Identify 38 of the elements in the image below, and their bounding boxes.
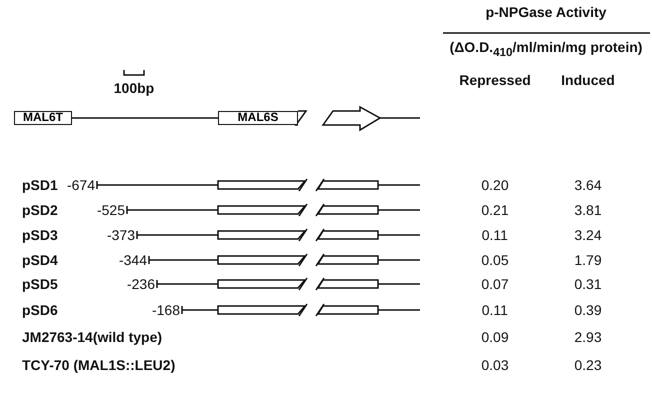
activity-value: 2.93 bbox=[574, 329, 602, 345]
strain-name: pSD4 bbox=[22, 252, 58, 268]
strain-name: pSD5 bbox=[22, 276, 58, 292]
scale-label: 100bp bbox=[114, 80, 154, 96]
strain-name: pSD2 bbox=[22, 202, 58, 218]
strain-name: pSD6 bbox=[22, 302, 58, 318]
activity-value: 3.64 bbox=[574, 177, 602, 193]
position-label: -674 bbox=[66, 177, 95, 193]
strain-name: TCY-70 (MAL1S::LEU2) bbox=[22, 357, 176, 373]
column-header: Induced bbox=[561, 72, 615, 88]
activity-value: 0.20 bbox=[481, 177, 509, 193]
activity-value: 0.11 bbox=[482, 302, 508, 318]
strain-name: JM2763-14(wild type) bbox=[22, 329, 162, 345]
activity-value: 0.31 bbox=[574, 276, 602, 292]
gene-box: MAL6S bbox=[218, 111, 298, 125]
activity-value: 0.21 bbox=[481, 202, 509, 218]
activity-value: 0.23 bbox=[574, 357, 602, 373]
activity-value: 1.79 bbox=[574, 252, 602, 268]
activity-value: 0.39 bbox=[574, 302, 602, 318]
position-label: -168 bbox=[152, 302, 180, 318]
activity-value: 0.11 bbox=[482, 227, 508, 243]
strain-name: pSD1 bbox=[22, 177, 58, 193]
position-label: -344 bbox=[118, 252, 147, 268]
activity-value: 0.07 bbox=[481, 276, 509, 292]
position-label: -373 bbox=[106, 227, 135, 243]
gene-box: MAL6T bbox=[14, 111, 72, 125]
position-label: -236 bbox=[126, 276, 155, 292]
activity-value: 0.09 bbox=[481, 329, 509, 345]
position-label: -525 bbox=[96, 202, 125, 218]
activity-value: 0.03 bbox=[481, 357, 509, 373]
table-heading: p-NPGase Activity bbox=[486, 4, 606, 20]
column-header: Repressed bbox=[459, 72, 531, 88]
activity-value: 0.05 bbox=[481, 252, 509, 268]
strain-name: pSD3 bbox=[22, 227, 58, 243]
activity-value: 3.81 bbox=[574, 202, 602, 218]
dna-line bbox=[72, 117, 218, 119]
unit-label: (ΔO.D.$_{410}$/ml/min/mg protein) bbox=[450, 39, 642, 61]
activity-value: 3.24 bbox=[574, 227, 602, 243]
